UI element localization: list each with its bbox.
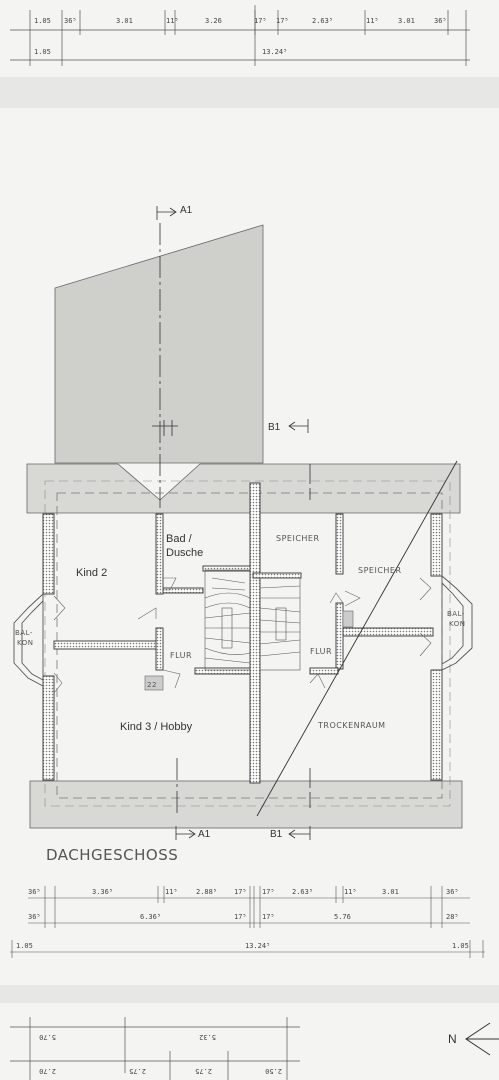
plan-title: DACHGESCHOSS (46, 846, 178, 864)
next-plan-dimensions: 5.70 5.32 2.70 2.75 2.75 2.50 N (10, 1017, 499, 1080)
top-dim-2: 36⁵ (64, 17, 77, 25)
section-line-b1 (288, 419, 311, 840)
dim-r3-2: 13.24⁵ (245, 942, 270, 950)
eave-band-top (26, 463, 461, 514)
room-kind-2: Kind 2 (76, 567, 107, 579)
dim-r1-8: 11⁵ (344, 888, 357, 896)
room-flur-right: FLUR (310, 647, 332, 656)
bottom-dim-3: 2.70 (39, 1067, 56, 1075)
top-dim-10: 3.01 (398, 17, 415, 25)
room-speicher-left: SPEICHER (276, 534, 320, 543)
room-bad-line1: Bad / (166, 533, 193, 545)
section-b1-label-top: B1 (268, 422, 281, 433)
next-plan-sheet: 5.70 5.32 2.70 2.75 2.75 2.50 N (0, 1003, 499, 1080)
top-dim-total-left: 1.05 (34, 48, 51, 56)
top-dim-7: 17⁵ (276, 17, 289, 25)
top-dim-11: 36⁵ (434, 17, 447, 25)
section-b1-label-bottom: B1 (270, 829, 283, 840)
north-label: N (448, 1032, 457, 1046)
bottom-dim-5: 2.75 (195, 1067, 212, 1075)
north-arrow-icon (465, 1022, 499, 1056)
eave-band-bottom (29, 780, 463, 829)
dim-r1-6: 17⁵ (262, 888, 275, 896)
dim-r3-1: 1.05 (16, 942, 33, 950)
dim-r1-7: 2.63⁵ (292, 888, 313, 896)
room-speicher-right: SPEICHER (358, 566, 402, 575)
dim-r1-1: 36⁵ (28, 888, 41, 896)
chimney-mark: 22 (147, 681, 157, 689)
previous-plan-dimensions: 1.05 36⁵ 3.01 11⁵ 3.26 17⁵ 17⁵ 2.63⁵ 11⁵… (10, 5, 470, 66)
section-line-a1 (152, 206, 196, 840)
section-a1-label-bottom: A1 (198, 829, 211, 840)
top-dim-4: 11⁵ (166, 17, 179, 25)
floor-plan-drawing: A1 A1 B1 B1 Kind 2 Bad / Dusche Kind 3 /… (10, 205, 485, 958)
dim-r1-10: 36⁵ (446, 888, 459, 896)
room-trockenraum: TROCKENRAUM (317, 721, 386, 730)
roof-terrace-area (54, 224, 264, 464)
dim-r1-4: 2.88⁵ (196, 888, 217, 896)
balkon-left-line2: KON (17, 639, 33, 647)
attic-floor-plan-sheet: A1 A1 B1 B1 Kind 2 Bad / Dusche Kind 3 /… (0, 108, 499, 985)
walls (42, 482, 443, 784)
top-dim-1: 1.05 (34, 17, 51, 25)
dim-r1-5: 17⁵ (234, 888, 247, 896)
dim-r2-1: 36⁵ (28, 913, 41, 921)
dim-r3-3: 1.05 (452, 942, 469, 950)
top-dim-6: 17⁵ (254, 17, 267, 25)
top-dim-3: 3.01 (116, 17, 133, 25)
dim-r2-2: 6.36⁵ (140, 913, 161, 921)
dim-r2-6: 28⁵ (446, 913, 459, 921)
room-kind-3-hobby: Kind 3 / Hobby (120, 721, 193, 733)
section-a1-label-top: A1 (180, 205, 193, 216)
balcony-right (441, 575, 473, 671)
bottom-dim-2: 5.32 (199, 1033, 216, 1041)
balkon-right-line2: KON (449, 620, 465, 628)
top-dim-total: 13.24⁵ (262, 48, 287, 56)
balkon-right-line1: BAL- (447, 610, 465, 618)
balkon-left-line1: BAL- (15, 629, 33, 637)
balcony-left (13, 592, 44, 687)
top-dim-8: 2.63⁵ (312, 17, 333, 25)
dim-r2-5: 5.76 (334, 913, 351, 921)
section-diagonal (256, 460, 458, 817)
previous-plan-sheet: 1.05 36⁵ 3.01 11⁵ 3.26 17⁵ 17⁵ 2.63⁵ 11⁵… (0, 0, 499, 77)
dim-r1-3: 11⁵ (165, 888, 178, 896)
bottom-dim-1: 5.70 (39, 1033, 56, 1041)
room-flur-left: FLUR (170, 651, 192, 660)
top-dim-5: 3.26 (205, 17, 222, 25)
room-bad-line2: Dusche (166, 547, 203, 559)
stair-left (204, 569, 251, 671)
dim-r2-4: 17⁵ (262, 913, 275, 921)
stair-right (259, 577, 301, 671)
bottom-dim-6: 2.50 (265, 1067, 282, 1075)
dim-r2-3: 17⁵ (234, 913, 247, 921)
top-dim-9: 11⁵ (366, 17, 379, 25)
dim-r1-2: 3.36⁵ (92, 888, 113, 896)
bottom-dim-4: 2.75 (129, 1067, 146, 1075)
dim-r1-9: 3.01 (382, 888, 399, 896)
dimension-lines (10, 886, 485, 958)
